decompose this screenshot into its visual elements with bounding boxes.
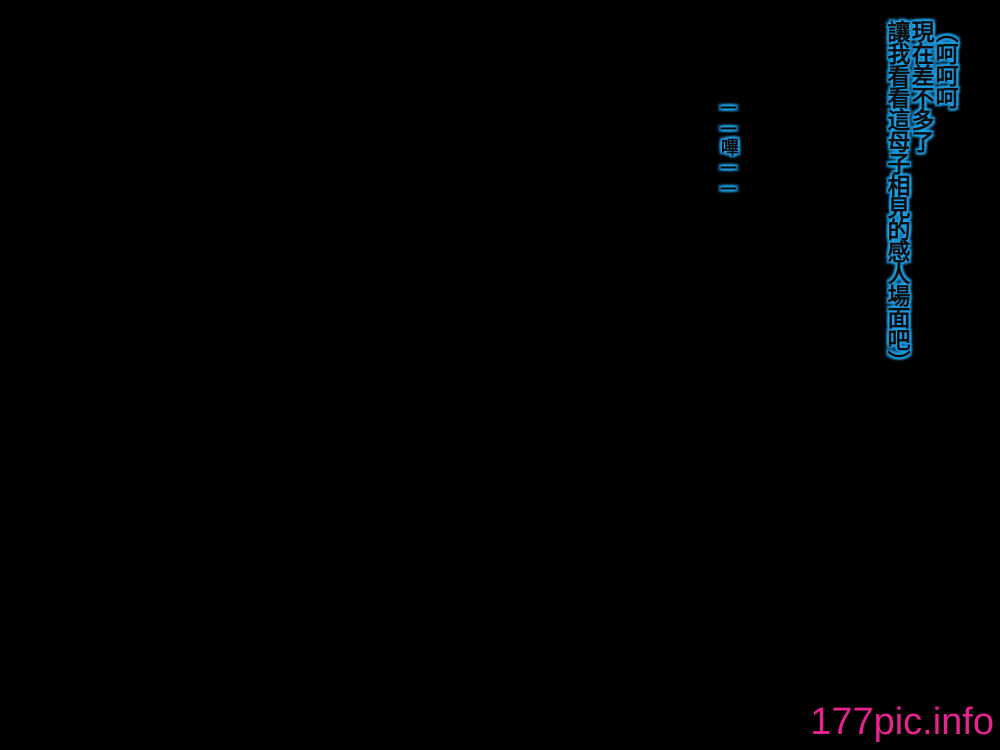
sound-effect-text: ——嗶—— — [716, 96, 740, 198]
monologue-line-1: （呵呵呵 — [931, 20, 958, 108]
inner-monologue-text: （呵呵呵 現在差不多了 讓我看看這母子相見的感人場面吧） — [883, 20, 958, 372]
monologue-line-3: 讓我看看這母子相見的感人場面吧） — [883, 20, 910, 372]
monologue-line-2: 現在差不多了 — [907, 20, 934, 152]
site-watermark: 177pic.info — [810, 701, 994, 743]
sound-effect-line: ——嗶—— — [718, 96, 739, 198]
